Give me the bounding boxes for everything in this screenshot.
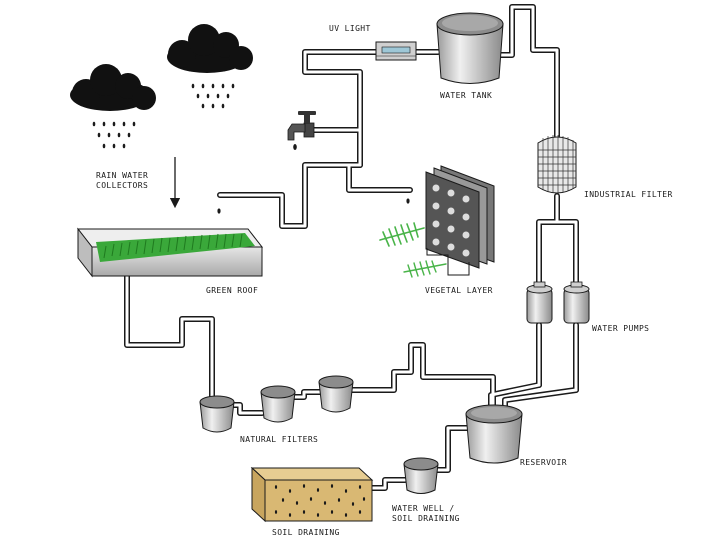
soil-draining-block [250, 466, 374, 523]
pipe-tap-to-roof-drip [217, 127, 363, 229]
water-well [403, 457, 439, 494]
label-green-roof: GREEN ROOF [206, 286, 259, 295]
label-uv-light: UV LIGHT [329, 24, 371, 33]
pipe-uv-to-tap [302, 49, 381, 133]
water-drop [406, 198, 410, 204]
label-reservoir: RESERVOIR [520, 458, 567, 467]
pipe-pumps-down [536, 322, 579, 393]
water-pump-left [526, 281, 553, 324]
industrial-filter [537, 135, 577, 194]
label-water-pumps: WATER PUMPS [592, 324, 650, 333]
label-water-well-line2: SOIL DRAINING [392, 514, 460, 523]
label-vegetal-layer: VEGETAL LAYER [425, 286, 493, 295]
water-tank [436, 12, 504, 84]
uv-light-unit [375, 41, 417, 61]
water-pump-right [563, 281, 590, 324]
natural-filter-1 [199, 395, 235, 433]
reservoir [465, 404, 523, 464]
label-industrial-filter: INDUSTRIAL FILTER [584, 190, 673, 199]
pipe-tank-to-industrial-filter [494, 4, 560, 139]
water-drop [217, 208, 221, 214]
rain-cloud-right [167, 24, 253, 109]
label-water-well-line1: WATER WELL / [392, 504, 455, 513]
label-rain-water-collectors-line2: COLLECTORS [96, 181, 149, 190]
pipe-to-vegetal-layer [346, 162, 413, 193]
label-soil-draining: SOIL DRAINING [272, 528, 340, 537]
rain-cloud-left [70, 64, 156, 149]
natural-filter-2 [260, 385, 296, 423]
fern-leaf-upper [379, 222, 425, 247]
label-rain-water-collectors-line1: RAIN WATER [96, 171, 149, 180]
water-tap [287, 111, 316, 141]
pipe-well-to-reservoir [434, 425, 471, 473]
water-drop [293, 144, 297, 150]
label-water-tank: WATER TANK [440, 91, 493, 100]
pipes [124, 4, 579, 491]
green-roof [76, 227, 264, 278]
label-natural-filters: NATURAL FILTERS [240, 435, 319, 444]
vegetal-layer-panels [425, 165, 495, 276]
fern-leaf-lower [403, 260, 447, 278]
natural-filter-3 [318, 375, 354, 413]
pipe-roof-to-natural-filters [124, 272, 215, 400]
